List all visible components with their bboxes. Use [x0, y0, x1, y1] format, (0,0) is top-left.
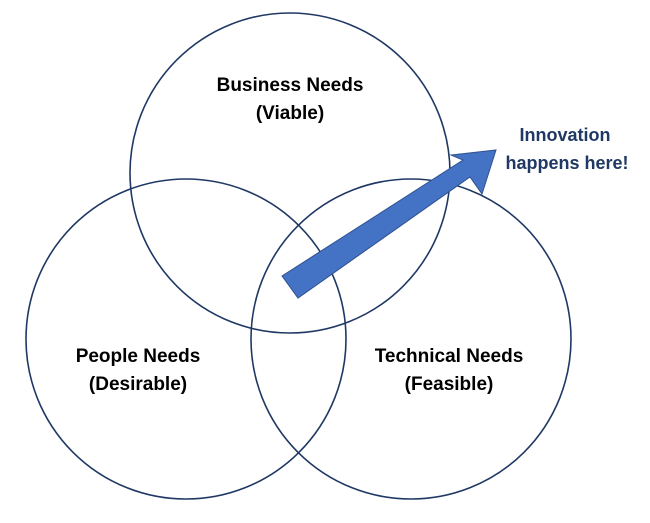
people-needs-circle: [25, 178, 347, 500]
callout-line-2: happens here!: [505, 153, 628, 173]
business-needs-title: Business Needs: [217, 75, 364, 96]
technical-needs-circle: [250, 178, 572, 500]
technical-needs-title: Technical Needs: [375, 346, 524, 367]
people-needs-subtitle: (Desirable): [89, 374, 187, 395]
callout-line-1: Innovation: [520, 125, 611, 145]
people-needs-title: People Needs: [76, 346, 201, 367]
business-needs-subtitle: (Viable): [256, 103, 324, 124]
technical-needs-subtitle: (Feasible): [405, 374, 494, 395]
arrow-up-right-icon: [281, 149, 497, 299]
